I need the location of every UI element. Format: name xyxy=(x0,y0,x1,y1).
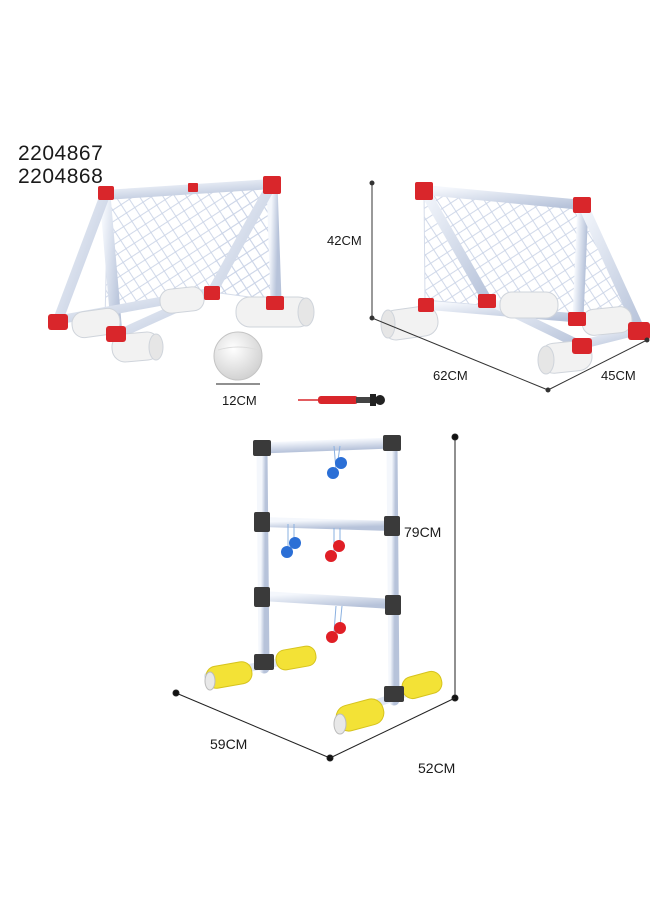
goal-dimension-lines xyxy=(369,180,650,393)
goal-right xyxy=(380,182,650,375)
ladder-height-label: 79CM xyxy=(404,524,442,540)
ladder-depth-label: 52CM xyxy=(418,760,456,776)
product-code-1: 2204867 xyxy=(18,142,104,165)
ladder-ball-game xyxy=(204,435,443,735)
goal-right-joints xyxy=(415,182,650,354)
ball-diameter-label: 12CM xyxy=(222,393,257,408)
bolas xyxy=(281,457,347,643)
goal-width-label: 62CM xyxy=(433,368,468,383)
goal-height-label: 42CM xyxy=(327,233,362,248)
goal-left-joints xyxy=(48,176,284,342)
goal-left xyxy=(48,176,315,363)
ladder-width-label: 59CM xyxy=(210,736,248,752)
ladder-foam-feet xyxy=(204,645,443,735)
goal-depth-label: 45CM xyxy=(601,368,636,383)
goal-right-foam xyxy=(380,291,633,375)
product-code-2: 2204868 xyxy=(18,165,104,188)
ball xyxy=(213,331,263,381)
ladder-dimension-lines xyxy=(172,433,459,762)
ladder-joints xyxy=(253,435,404,702)
pump xyxy=(298,394,385,406)
goal-left-foam xyxy=(71,286,315,363)
